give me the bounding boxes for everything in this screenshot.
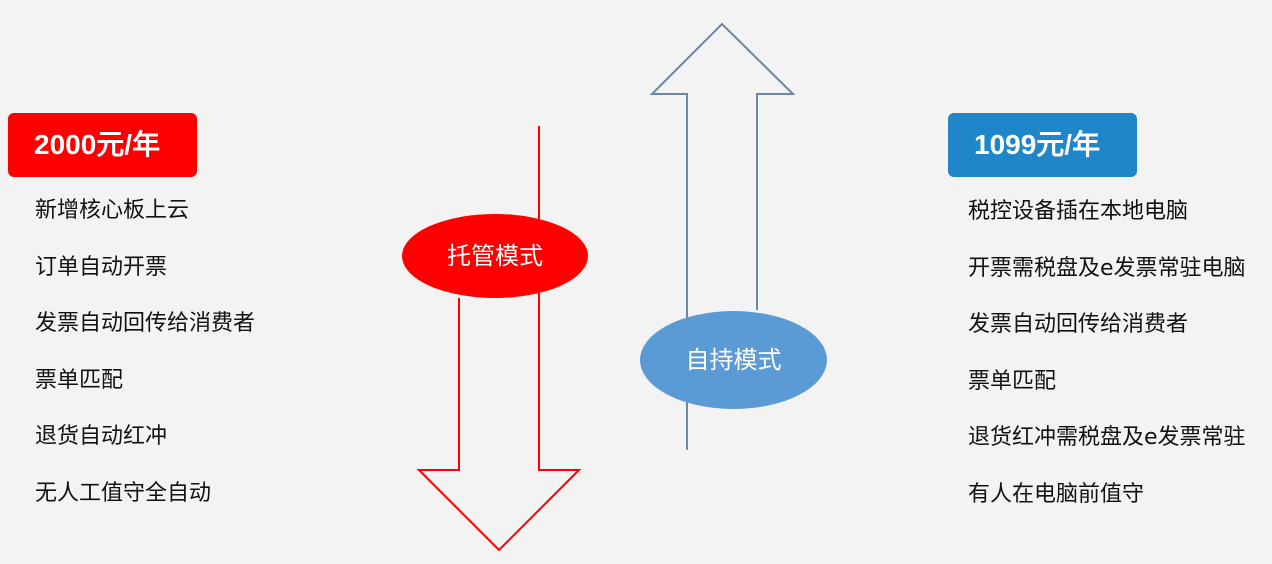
hosted-feature-item: 退货自动红冲: [35, 424, 168, 449]
self-feature-item: 税控设备插在本地电脑: [968, 199, 1189, 224]
self-feature-item: 退货红冲需税盘及e发票常驻: [968, 425, 1246, 450]
hosted-feature-item: 无人工值守全自动: [35, 481, 212, 506]
hosted-feature-item: 订单自动开票: [35, 255, 168, 280]
hosted-price-badge: 2000元/年: [8, 113, 197, 177]
self-feature-item: 票单匹配: [968, 369, 1057, 394]
self-mode-label: 自持模式: [685, 346, 782, 374]
self-price-badge: 1099元/年: [948, 113, 1137, 177]
hosted-feature-item: 新增核心板上云: [35, 198, 190, 223]
hosted-feature-item: 发票自动回传给消费者: [35, 311, 256, 336]
self-feature-item: 发票自动回传给消费者: [968, 312, 1189, 337]
hosted-price-text: 2000元/年: [34, 129, 161, 160]
self-up-arrow: [649, 22, 796, 450]
self-feature-item: 开票需税盘及e发票常驻电脑: [968, 256, 1246, 281]
self-feature-item: 有人在电脑前值守: [968, 482, 1145, 507]
hosted-mode-label: 托管模式: [447, 242, 543, 270]
hosted-feature-item: 票单匹配: [35, 368, 124, 393]
self-price-text: 1099元/年: [974, 129, 1101, 160]
hosted-mode-ellipse: 托管模式: [402, 214, 588, 298]
hosted-down-arrow: [416, 126, 582, 552]
self-mode-ellipse: 自持模式: [640, 311, 827, 409]
